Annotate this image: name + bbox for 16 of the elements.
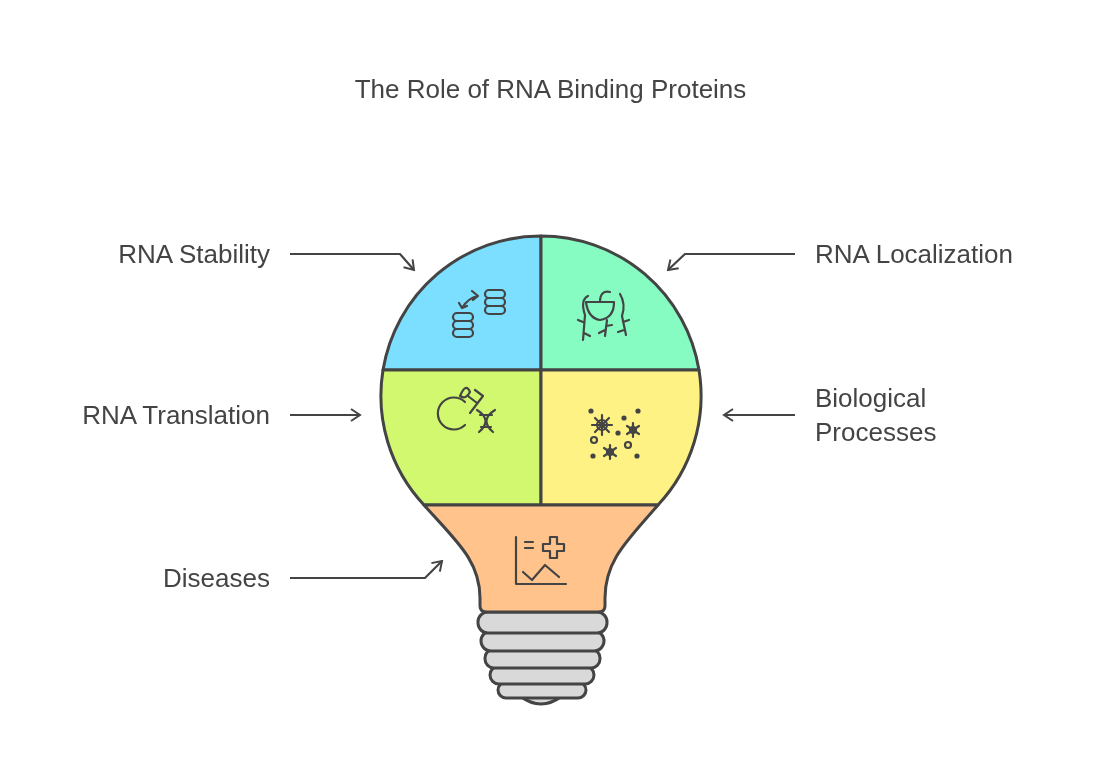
category-label: RNA Localization <box>815 237 1075 271</box>
arrow <box>723 408 795 422</box>
arrow <box>290 560 443 580</box>
diagram-title: The Role of RNA Binding Proteins <box>353 74 748 105</box>
category-label: Diseases <box>60 561 270 595</box>
bulb-segment <box>539 368 703 507</box>
category-label: Biological Processes <box>815 381 985 449</box>
bulb-segment <box>381 234 543 372</box>
bulb-segment <box>539 234 701 372</box>
bulb-segment <box>422 503 660 614</box>
bulb-segment <box>379 368 543 507</box>
category-label: RNA Stability <box>60 237 270 271</box>
category-label: RNA Translation <box>20 398 270 432</box>
arrow <box>290 408 361 422</box>
arrow <box>667 252 795 271</box>
arrow <box>290 252 415 271</box>
